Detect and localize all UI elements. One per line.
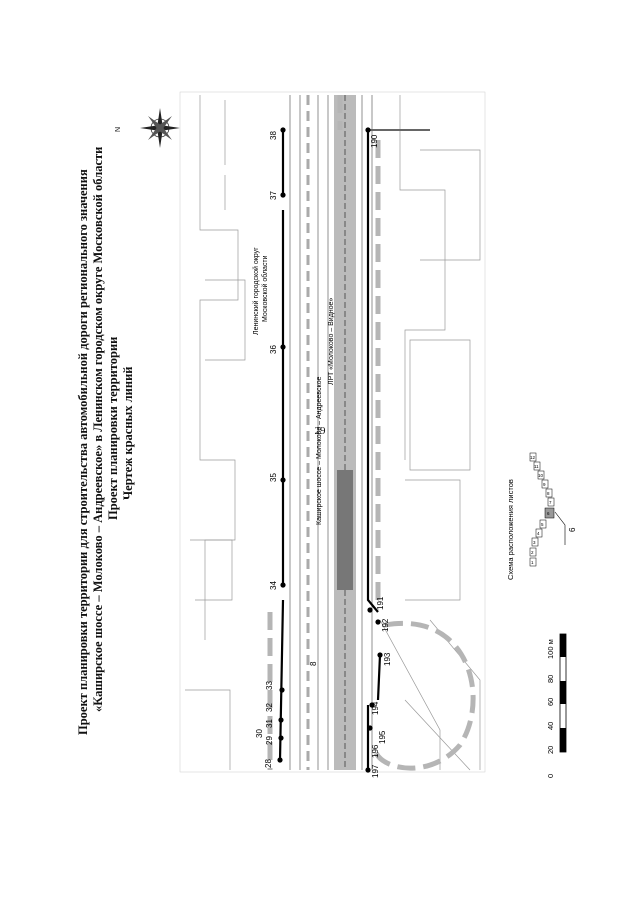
district-label-2: Московской области <box>261 255 269 322</box>
key-sheet: 7 <box>549 500 552 505</box>
key-sheet: 4 <box>537 531 540 536</box>
key-sheet: 8 <box>547 491 550 496</box>
scale-tick: 0 <box>546 774 555 778</box>
point-label: 34 <box>269 581 278 590</box>
point-label: 32 <box>265 703 274 712</box>
key-current-sheet: 6 <box>568 527 577 532</box>
scale-bar: 0 20 40 60 80 100 м <box>546 633 567 778</box>
north-label: N <box>115 127 122 132</box>
key-sheet: 12 <box>530 455 536 460</box>
scale-tick: 80 <box>546 675 555 683</box>
points-bottom: 197 196 195 194 193 192 191 190 <box>370 134 392 778</box>
key-sheet: 10 <box>538 473 544 478</box>
point-label: 31 <box>265 719 274 728</box>
key-map-title: Схема расположения листов <box>506 479 515 580</box>
point-label: 192 <box>381 618 390 632</box>
station-platform <box>337 470 353 590</box>
scale-tick: 60 <box>546 698 555 706</box>
red-line-top <box>277 127 286 763</box>
red-line-bottom <box>365 127 430 773</box>
key-sheet: 5 <box>541 522 544 527</box>
point-label: 35 <box>269 473 278 482</box>
point-label: 190 <box>370 134 379 148</box>
road-corridor <box>289 95 373 770</box>
key-sheet: 9 <box>543 482 546 487</box>
point-label: 194 <box>371 701 380 715</box>
key-sheet: 3 <box>533 540 536 545</box>
compass-rose-icon: N <box>115 108 180 148</box>
point-label: 196 <box>371 744 380 758</box>
key-sheet: 2 <box>531 550 534 555</box>
boundary-lines <box>267 95 476 771</box>
point-label: 36 <box>269 345 278 354</box>
key-sheet: 11 <box>534 464 539 469</box>
point-label: 33 <box>265 681 274 690</box>
point-label: 197 <box>371 764 380 778</box>
district-label-1: Ленинский городской округ <box>252 247 260 335</box>
page-number: 29 <box>314 425 326 437</box>
road-label-2: ЛРТ «Молоково – Видное» <box>328 298 335 385</box>
scale-tick: 20 <box>546 746 555 754</box>
road-label-1: Каширское шоссе – Молоково – Андреевское <box>316 377 323 525</box>
key-sheet: 6 <box>547 511 550 516</box>
points-top: 28 29 30 31 32 33 34 35 36 37 38 <box>255 131 278 768</box>
point-label: 29 <box>265 736 274 745</box>
point-label: 195 <box>378 730 387 744</box>
point-label: 38 <box>269 131 278 140</box>
cadastral-outlines <box>185 95 481 771</box>
point-label: 30 <box>255 729 264 738</box>
point-label: 191 <box>376 596 385 610</box>
point-label: 28 <box>264 759 273 768</box>
key-sheet: 1 <box>531 560 534 565</box>
misc-label: 8 <box>309 661 318 666</box>
scale-tick: 40 <box>546 722 555 730</box>
point-label: 37 <box>269 191 278 200</box>
key-map: Схема расположения листов 1 2 3 4 5 6 7 … <box>506 452 577 580</box>
scale-tick: 100 м <box>546 639 555 659</box>
point-label: 193 <box>383 652 392 666</box>
